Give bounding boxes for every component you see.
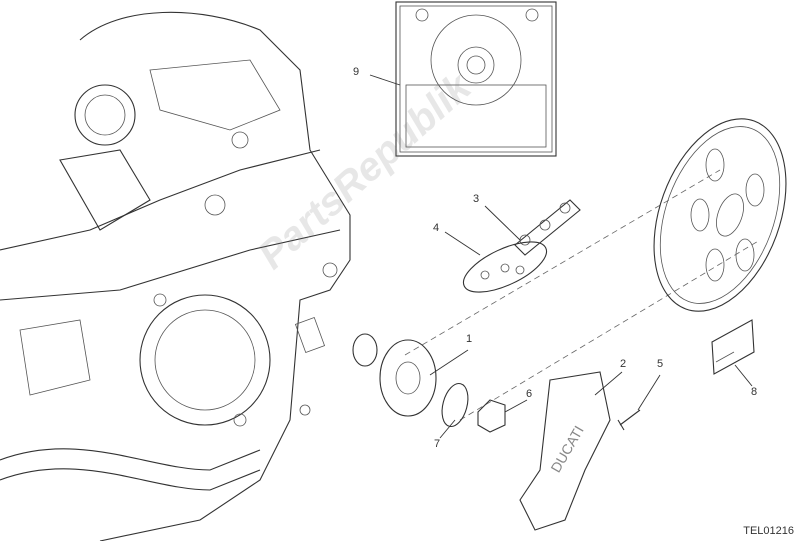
inset-cover-plate [395, 1, 557, 157]
engine-drawing [0, 11, 351, 541]
callout-9: 9 [353, 66, 360, 78]
master-link-kit [462, 241, 548, 293]
drawing-code: TEL01216 [743, 525, 794, 537]
callout-4: 4 [433, 222, 440, 234]
callout-3: 3 [473, 193, 480, 205]
callout-2: 2 [620, 358, 627, 370]
leader-lines [369, 74, 753, 439]
screw [617, 409, 641, 431]
front-sprocket [379, 339, 437, 417]
bushing [352, 333, 378, 367]
callout-7: 7 [434, 438, 441, 450]
decal-label [711, 319, 755, 375]
callout-8: 8 [751, 386, 758, 398]
nut [477, 399, 506, 433]
callout-5: 5 [657, 358, 664, 370]
callout-6: 6 [526, 388, 533, 400]
sprocket-cover: DUCATI [519, 371, 611, 531]
svg-text:DUCATI: DUCATI [547, 423, 586, 475]
chain-link [514, 199, 581, 256]
rear-sprocket [653, 118, 787, 312]
callout-1: 1 [466, 333, 473, 345]
washer [441, 382, 469, 428]
